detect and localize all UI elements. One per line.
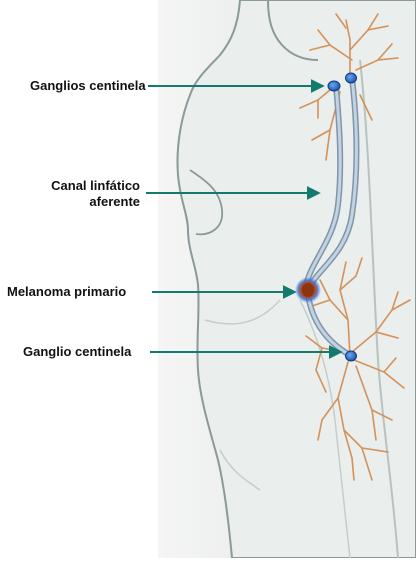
label-sentinel-nodes-upper: Ganglios centinela xyxy=(30,78,146,94)
melanoma-lesion xyxy=(295,277,321,303)
sentinel-node-lower xyxy=(346,351,357,361)
label-primary-melanoma: Melanoma primario xyxy=(7,284,126,300)
label-afferent-channel-line1: Canal linfático xyxy=(20,178,140,194)
label-afferent-channel-line2: aferente xyxy=(20,194,140,210)
label-sentinel-node-lower: Ganglio centinela xyxy=(23,344,131,360)
